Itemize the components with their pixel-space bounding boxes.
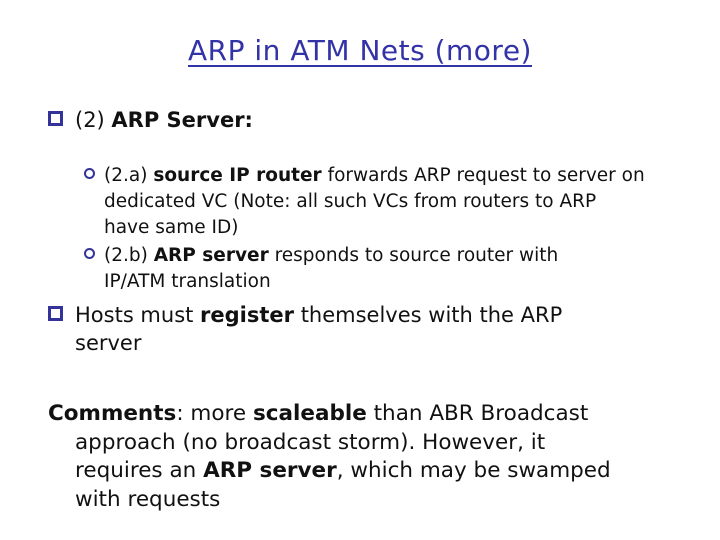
text-segment: approach (no broadcast storm). However, … [75, 429, 546, 455]
text-segment: ARP Server: [111, 108, 253, 132]
text-segment: with requests [75, 486, 221, 512]
sub-bullet-2a-line1: (2.a) source IP router forwards ARP requ… [104, 163, 645, 189]
slide-title: ARP in ATM Nets (more) [188, 34, 532, 67]
text-segment: requires an [75, 458, 204, 483]
text-segment: source IP router [153, 165, 322, 186]
comments-paragraph: Comments: more scaleable than ABR Broadc… [48, 400, 611, 514]
bullet-arp-server: (2) ARP Server: [48, 106, 253, 134]
text-segment: (2.b) [104, 245, 154, 266]
text-segment: (2) [75, 108, 112, 132]
text-segment: scaleable [252, 401, 367, 426]
bullet-hosts-register: Hosts must register themselves with the … [48, 301, 562, 357]
text-segment: Comments [48, 401, 177, 426]
text-segment: (2.a) [104, 165, 154, 186]
sub-bullet-2a-line2: dedicated VC (Note: all such VCs from ro… [104, 189, 645, 215]
comments-line3: requires an ARP server, which may be swa… [48, 457, 611, 486]
comments-line2: approach (no broadcast storm). However, … [48, 429, 611, 458]
text-segment: forwards ARP request to server on [321, 165, 645, 186]
sub-bullet-2b: (2.b) ARP server responds to source rout… [84, 243, 558, 295]
sub-bullet-2b-line2: IP/ATM translation [104, 269, 558, 295]
comments-line1: Comments: more scaleable than ABR Broadc… [48, 400, 611, 429]
bullet-arp-server-line1: (2) ARP Server: [75, 106, 253, 134]
text-segment: responds to source router with [268, 245, 559, 266]
square-bullet-icon [48, 111, 63, 126]
square-bullet-icon [48, 306, 63, 321]
text-segment: ARP server [153, 245, 269, 266]
text-segment: : more [176, 401, 253, 426]
circle-bullet-icon [84, 248, 95, 259]
bullet-hosts-line2: server [75, 329, 562, 357]
text-segment: than ABR Broadcast [366, 401, 589, 426]
bullet-hosts-line1: Hosts must register themselves with the … [75, 301, 562, 329]
text-segment: , which may be swamped [336, 458, 611, 483]
text-segment: server [75, 331, 142, 355]
text-segment: register [200, 303, 295, 327]
text-segment: Hosts must [75, 303, 201, 327]
comments-line4: with requests [48, 486, 611, 515]
text-segment: IP/ATM translation [104, 271, 271, 292]
text-segment: dedicated VC (Note: all such VCs from ro… [104, 191, 597, 212]
sub-bullet-2a: (2.a) source IP router forwards ARP requ… [84, 163, 645, 241]
text-segment: ARP server [203, 458, 337, 483]
text-segment: themselves with the ARP [294, 303, 563, 327]
text-segment: have same ID) [104, 217, 239, 238]
sub-bullet-2b-line1: (2.b) ARP server responds to source rout… [104, 243, 558, 269]
circle-bullet-icon [84, 168, 95, 179]
sub-bullet-2a-line3: have same ID) [104, 215, 645, 241]
